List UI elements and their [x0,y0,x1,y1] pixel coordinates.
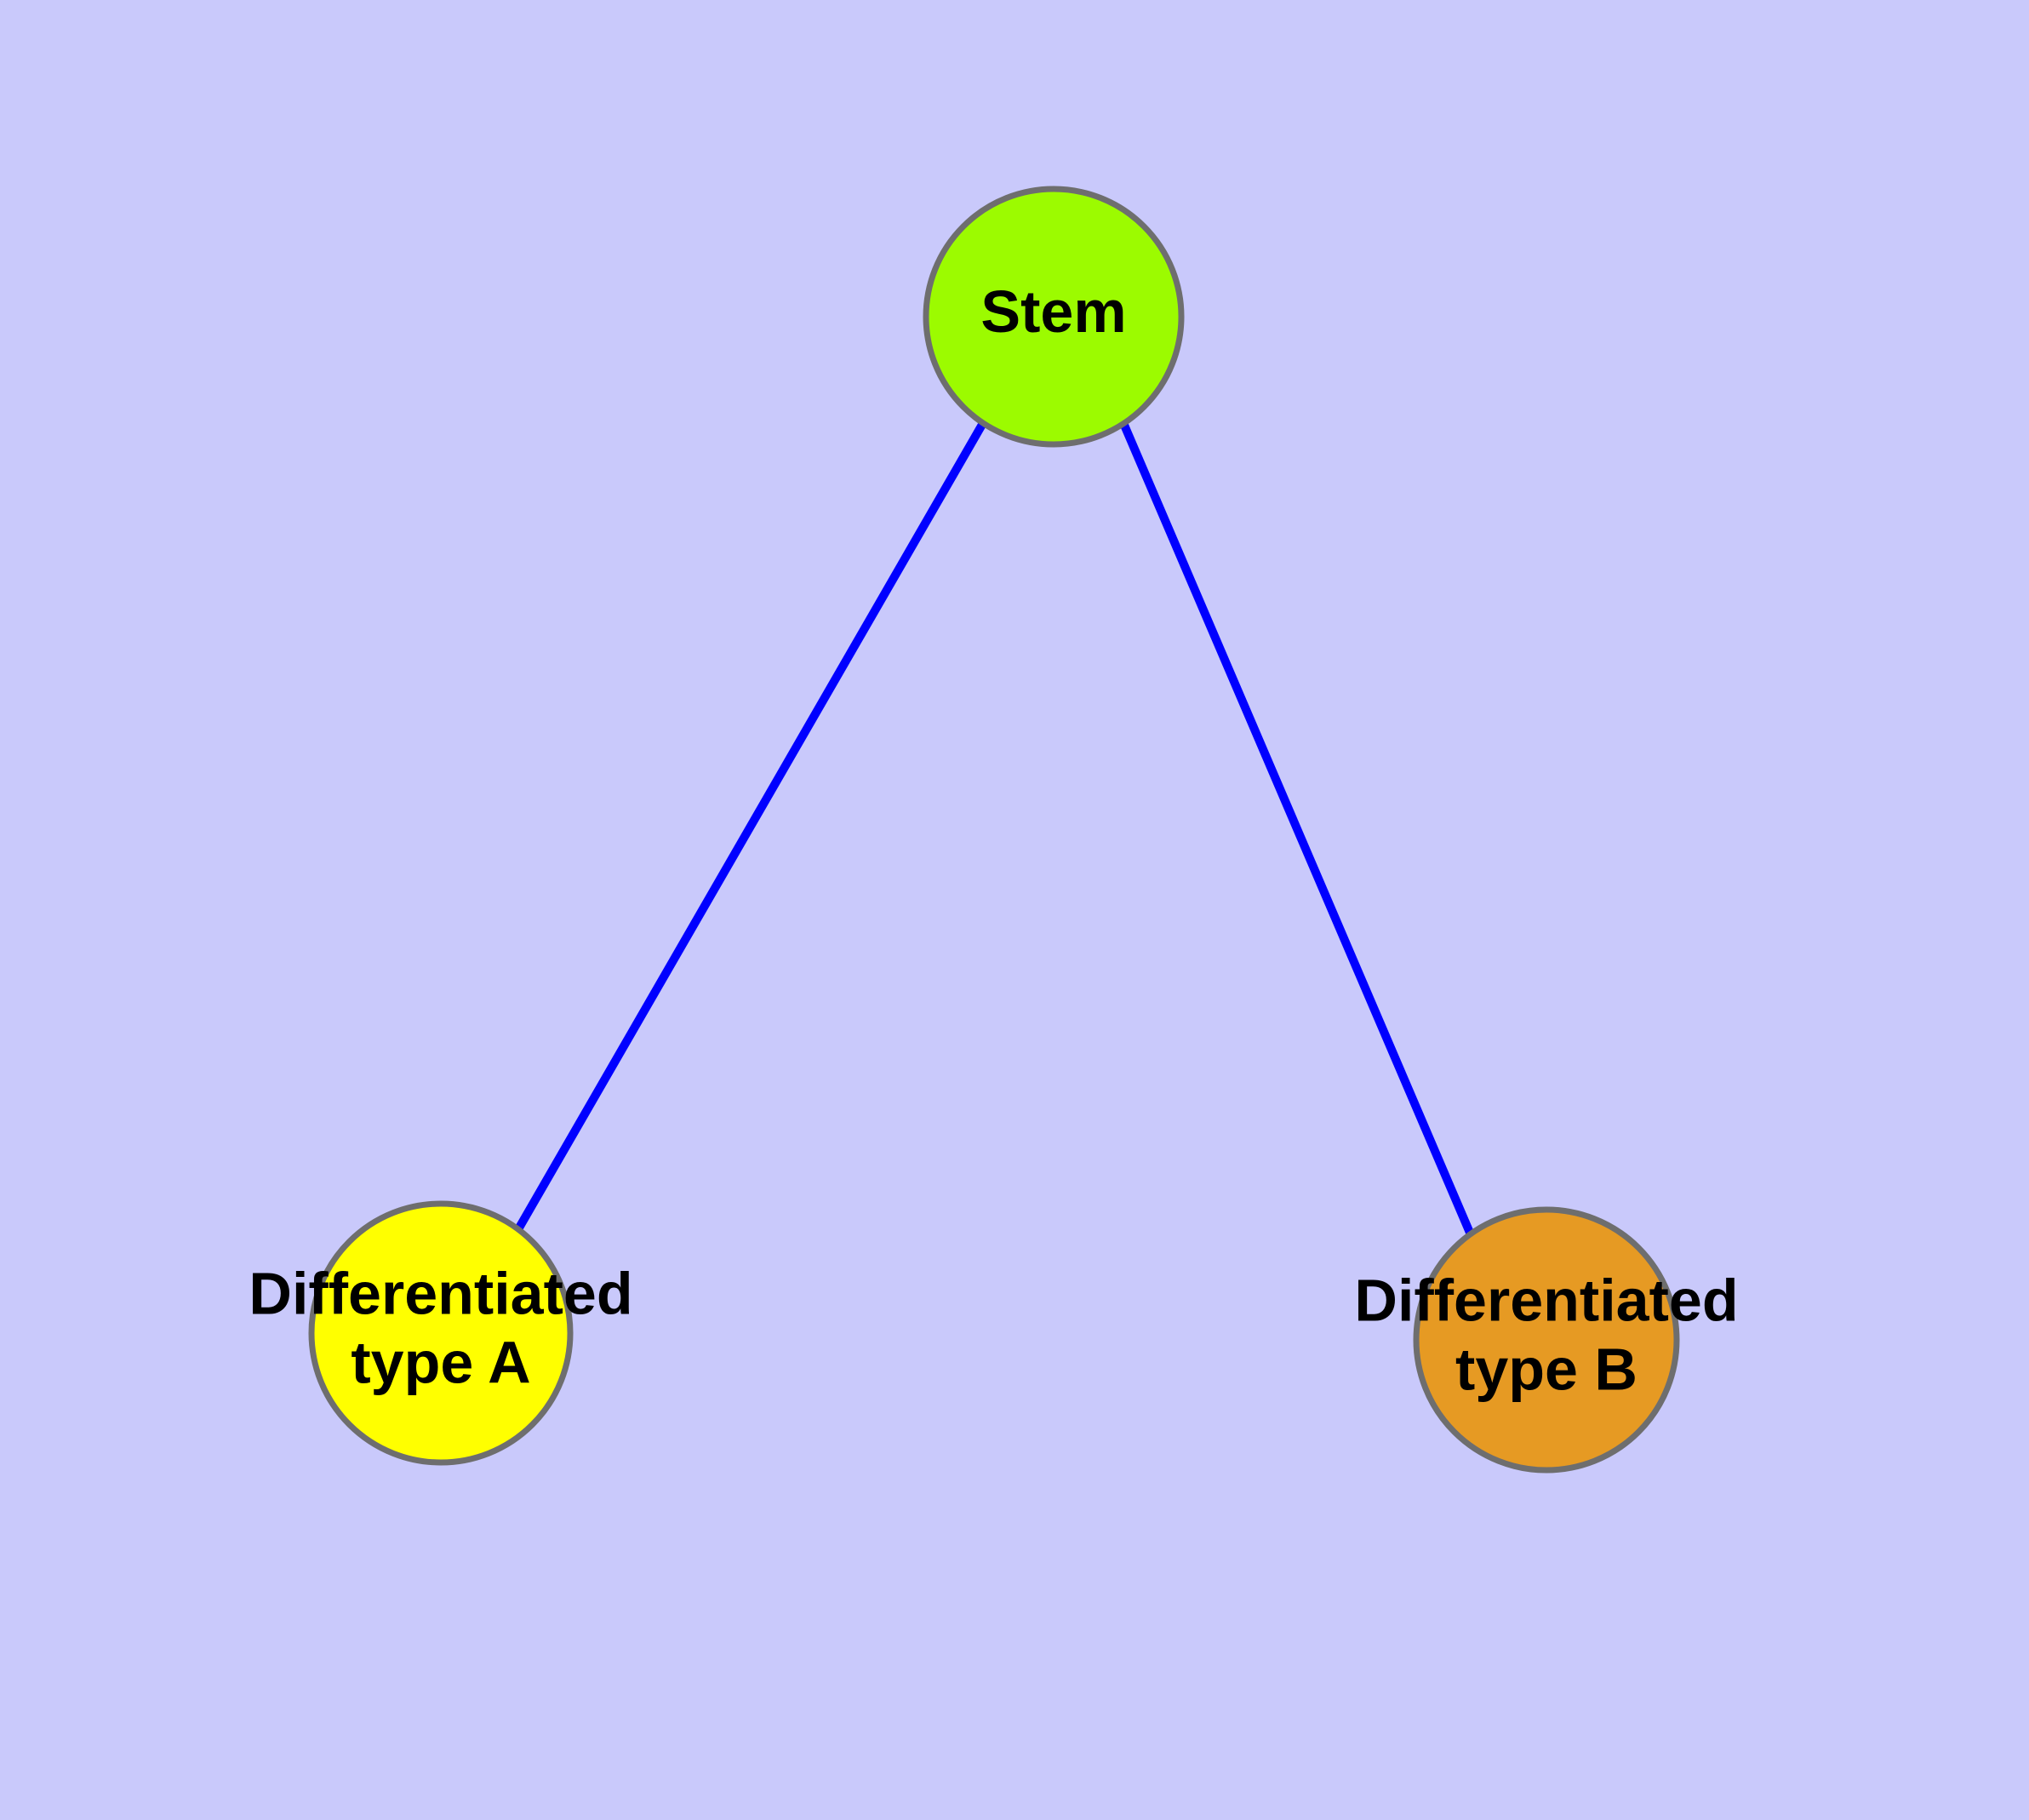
node-differentiated-type-a-circle[interactable] [308,1200,574,1466]
node-stem-label: Stem [980,278,1126,345]
node-differentiated-type-b-circle[interactable] [1413,1206,1680,1474]
node-stem[interactable]: Stem [923,186,1185,448]
edges-layer [514,421,1474,1234]
label-line: type A [351,1330,530,1396]
edge-stem-to-differentiated-type-b[interactable] [1119,421,1474,1234]
label-line: type B [1455,1336,1637,1403]
node-stem-circle[interactable] [923,186,1185,448]
label-line: Differentiated [249,1261,632,1327]
label-line: Differentiated [1354,1268,1738,1334]
edge-stem-to-differentiated-type-a[interactable] [514,421,987,1232]
label-line: Stem [980,278,1126,345]
